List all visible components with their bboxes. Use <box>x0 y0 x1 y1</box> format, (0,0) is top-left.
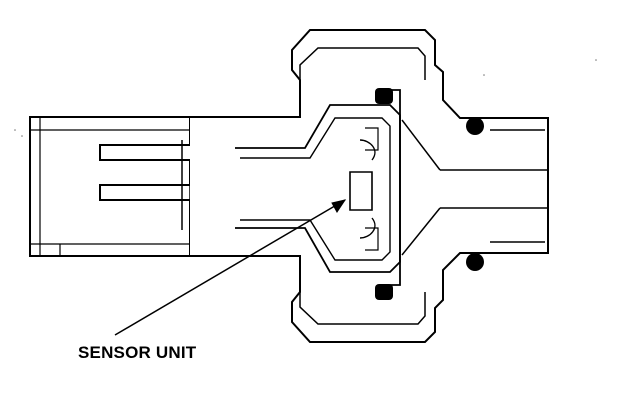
scan-dots <box>14 59 597 137</box>
o-ring-seals <box>375 88 484 300</box>
sensor-unit-label: SENSOR UNIT <box>78 343 197 362</box>
callout-leader <box>114 199 347 336</box>
sensor-capsule <box>235 89 401 286</box>
